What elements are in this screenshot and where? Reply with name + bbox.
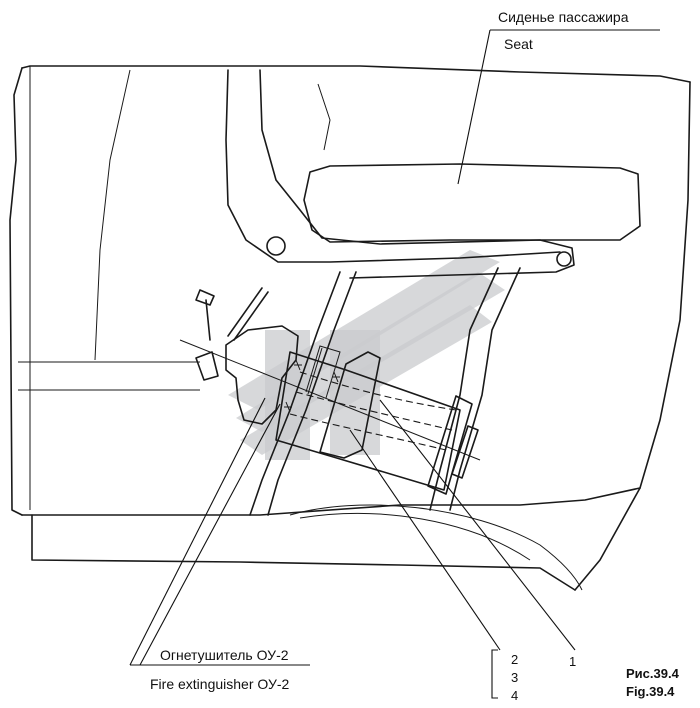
figure-label-en: Fig.39.4 [626, 684, 675, 699]
cab-body-outline [9, 65, 691, 591]
callout-2: 2 [511, 652, 518, 667]
figure-label-ru: Рис.39.4 [626, 666, 680, 681]
floor-curves [289, 504, 583, 591]
callout-4: 4 [511, 688, 518, 703]
callout-3: 3 [511, 670, 518, 685]
fire-extinguisher-assembly [179, 287, 481, 495]
seat-frame [225, 69, 641, 279]
leader-lines [129, 29, 660, 699]
seat-brackets [249, 267, 521, 516]
extinguisher-label-ru: Огнетушитель ОУ-2 [160, 647, 289, 663]
extinguisher-label-en: Fire extinguisher ОУ-2 [150, 676, 290, 692]
callout-1: 1 [569, 654, 576, 669]
seat-label-ru: Сиденье пассажира [498, 9, 629, 25]
seat-label-en: Seat [504, 36, 533, 52]
